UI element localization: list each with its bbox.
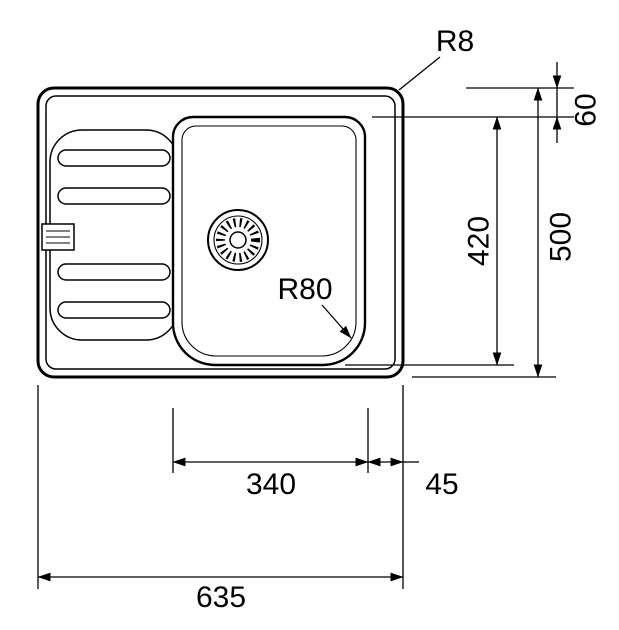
drain-teeth	[216, 218, 260, 262]
bowl-width-label: 340	[246, 468, 296, 501]
bowl-corner-radius-label: R80	[277, 273, 332, 306]
overall-depth-label: 500	[545, 212, 578, 262]
drain-inner-ring	[213, 215, 263, 265]
sink-outer-edge	[36, 86, 405, 379]
drainer-rib	[57, 187, 171, 205]
bowl-length-label: 420	[463, 216, 496, 266]
dim-bowl-width: 340	[172, 457, 369, 501]
drainer-rib	[57, 149, 171, 167]
overflow-detail	[41, 223, 75, 251]
dim-bowl-corner-radius: R80	[277, 273, 352, 339]
dim-rim-to-bowl: 60	[552, 62, 603, 143]
bowl-bottom-edge	[181, 125, 357, 357]
dim-bowl-length: 420	[463, 116, 502, 366]
bowl-outer-edge	[171, 115, 367, 367]
drainer-rib	[57, 301, 171, 319]
drainer-area	[41, 129, 179, 341]
bowl	[171, 115, 367, 367]
top-corner-radius-label: R8	[436, 25, 474, 58]
bowl-to-edge-gap-label: 45	[425, 468, 458, 501]
sink-top-view	[36, 86, 405, 379]
drain-center	[229, 231, 247, 249]
drainer-rib	[57, 263, 171, 281]
rim-to-bowl-label: 60	[570, 93, 603, 126]
overall-width-label: 635	[196, 581, 246, 614]
leader-line	[398, 56, 441, 91]
dim-bowl-to-edge-gap: 45	[367, 457, 459, 501]
dimension-annotations: R8 60 420 500	[37, 25, 603, 614]
dim-overall-depth: 500	[533, 87, 578, 378]
dim-overall-width: 635	[37, 572, 404, 614]
drain-outer-ring	[207, 209, 269, 271]
drain-icon	[207, 209, 269, 271]
leader-line	[321, 304, 352, 339]
dim-top-corner-radius: R8	[398, 25, 474, 91]
